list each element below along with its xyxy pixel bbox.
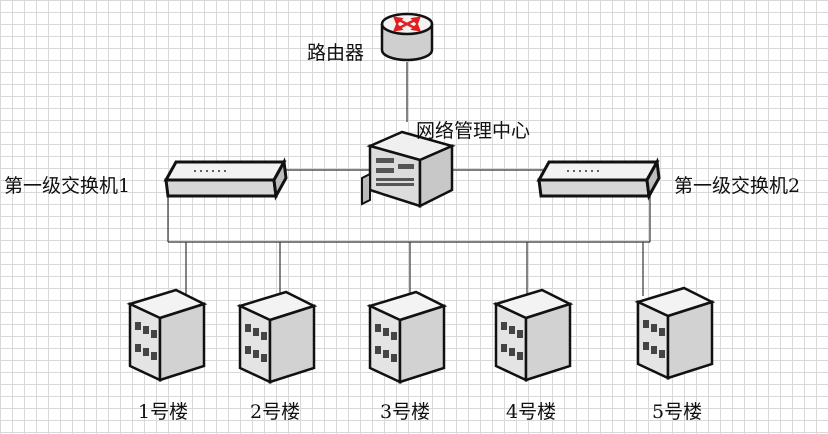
building3-label: 3号楼: [380, 401, 431, 423]
center-label: 网络管理中心: [416, 120, 531, 142]
router-label: 路由器: [307, 42, 365, 64]
building-icon: [238, 290, 316, 384]
router-icon: [380, 12, 434, 62]
building5-label: 5号楼: [652, 401, 703, 423]
building-icon: [128, 288, 206, 382]
server-icon: [361, 130, 456, 209]
building-icon: [368, 290, 446, 384]
switch2-label: 第一级交换机2: [674, 175, 801, 197]
building2-label: 2号楼: [250, 401, 301, 423]
switch1-label: 第一级交换机1: [4, 175, 131, 197]
building1-label: 1号楼: [138, 401, 189, 423]
switch-icon: [536, 157, 661, 201]
building-icon: [494, 288, 572, 382]
switch-icon: [163, 157, 288, 201]
building-icon: [636, 286, 714, 380]
building4-label: 4号楼: [506, 401, 557, 423]
connections: [167, 62, 651, 296]
